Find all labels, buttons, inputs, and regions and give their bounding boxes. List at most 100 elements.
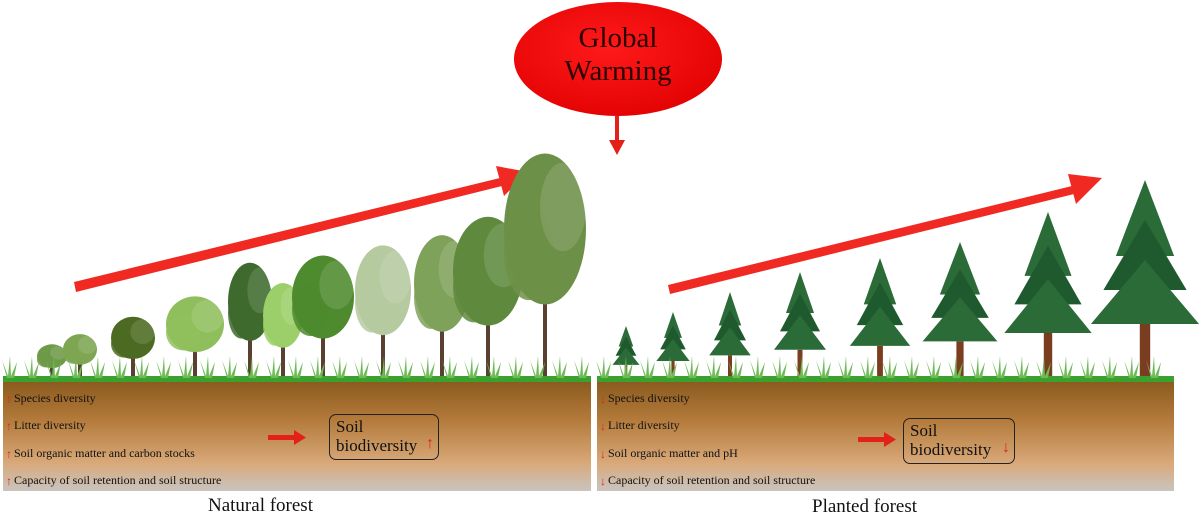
grass-tuft-icon bbox=[464, 356, 479, 378]
conifer-tree-icon bbox=[1090, 180, 1200, 380]
planted-factor-2-text: Litter diversity bbox=[608, 418, 680, 432]
grass-tuft-icon bbox=[354, 356, 369, 378]
natural-soil-biodiversity-box: Soil biodiversity ↑ bbox=[329, 414, 439, 460]
up-arrow-icon: ↑ bbox=[6, 391, 12, 406]
grass-tuft-icon bbox=[1102, 356, 1117, 378]
grass-tuft-icon bbox=[442, 356, 457, 378]
grass-tuft-icon bbox=[728, 356, 743, 378]
grass-tuft-icon bbox=[68, 356, 83, 378]
grass-strip-natural bbox=[2, 356, 591, 382]
planted-factor-1: ↓ Species diversity bbox=[600, 391, 690, 406]
grass-tuft-icon bbox=[662, 356, 677, 378]
grass-tuft-icon bbox=[684, 356, 699, 378]
natural-factor-4-text: Capacity of soil retention and soil stru… bbox=[14, 473, 222, 487]
natural-factor-2: ↑ Litter diversity bbox=[6, 418, 86, 433]
down-arrow-icon: ↓ bbox=[1002, 439, 1010, 456]
grass-tuft-icon bbox=[926, 356, 941, 378]
broadleaf-tree-icon bbox=[166, 296, 224, 380]
up-arrow-icon: ↑ bbox=[6, 473, 12, 488]
natural-factor-1-text: Species diversity bbox=[14, 391, 96, 405]
grass-tuft-icon bbox=[156, 356, 171, 378]
grass-tuft-icon bbox=[1146, 356, 1161, 378]
natural-factor-4: ↑ Capacity of soil retention and soil st… bbox=[6, 473, 221, 488]
grass-tuft-icon bbox=[24, 356, 39, 378]
broadleaf-tree-icon bbox=[228, 262, 272, 380]
grass-tuft-icon bbox=[200, 356, 215, 378]
broadleaf-tree-icon bbox=[37, 344, 67, 380]
grass-tuft-icon bbox=[904, 356, 919, 378]
grass-tuft-icon bbox=[838, 356, 853, 378]
planted-soil-label-line1: Soil bbox=[910, 421, 938, 440]
down-arrow-icon: ↓ bbox=[600, 473, 606, 488]
natural-forest-caption: Natural forest bbox=[208, 495, 313, 516]
grass-tuft-icon bbox=[552, 356, 567, 378]
grass-tuft-icon bbox=[46, 356, 61, 378]
grass-tuft-icon bbox=[772, 356, 787, 378]
planted-growth-arrow bbox=[668, 174, 1102, 294]
grass-tuft-icon bbox=[992, 356, 1007, 378]
grass-tuft-icon bbox=[1014, 356, 1029, 378]
down-arrow-icon: ↓ bbox=[600, 446, 606, 461]
global-warming-label: Global Warming bbox=[515, 22, 721, 88]
grass-tuft-icon bbox=[134, 356, 149, 378]
conifer-tree-icon bbox=[774, 272, 826, 380]
grass-tuft-icon bbox=[618, 356, 633, 378]
natural-soil-label-line1: Soil bbox=[336, 417, 364, 436]
planted-soil-arrow bbox=[858, 432, 896, 447]
grass-tuft-icon bbox=[310, 356, 325, 378]
grass-strip-planted bbox=[596, 356, 1174, 382]
grass-tuft-icon bbox=[596, 356, 611, 378]
natural-factor-1: ↑ Species diversity bbox=[6, 391, 96, 406]
global-warming-line2: Warming bbox=[564, 55, 672, 87]
grass-tuft-icon bbox=[222, 356, 237, 378]
planted-forest-caption: Planted forest bbox=[812, 496, 918, 517]
natural-factor-3-text: Soil organic matter and carbon stocks bbox=[14, 446, 195, 460]
grass-tuft-icon bbox=[244, 356, 259, 378]
grass-tuft-icon bbox=[1058, 356, 1073, 378]
planted-factor-3-text: Soil organic matter and pH bbox=[608, 446, 738, 460]
natural-factor-3: ↑ Soil organic matter and carbon stocks bbox=[6, 446, 195, 461]
grass-tuft-icon bbox=[530, 356, 545, 378]
broadleaf-tree-icon bbox=[355, 245, 411, 380]
planted-factor-4: ↓ Capacity of soil retention and soil st… bbox=[600, 473, 815, 488]
grass-tuft-icon bbox=[970, 356, 985, 378]
grass-tuft-icon bbox=[948, 356, 963, 378]
grass-tuft-icon bbox=[750, 356, 765, 378]
natural-factor-2-text: Litter diversity bbox=[14, 418, 86, 432]
global-warming-line1: Global bbox=[578, 22, 658, 54]
grass-tuft-icon bbox=[1124, 356, 1139, 378]
grass-tuft-icon bbox=[1036, 356, 1051, 378]
conifer-tree-icon bbox=[709, 292, 751, 380]
natural-tree-row bbox=[37, 153, 586, 380]
grass-tuft-icon bbox=[574, 356, 589, 378]
up-arrow-icon: ↑ bbox=[426, 435, 434, 452]
global-warming-down-arrow bbox=[609, 116, 625, 155]
grass-tuft-icon bbox=[112, 356, 127, 378]
conifer-tree-icon bbox=[1004, 212, 1092, 380]
down-arrow-icon: ↓ bbox=[600, 418, 606, 433]
natural-soil-label-line2: biodiversity bbox=[336, 436, 418, 455]
grass-tuft-icon bbox=[178, 356, 193, 378]
broadleaf-tree-icon bbox=[111, 316, 155, 380]
grass-tuft-icon bbox=[860, 356, 875, 378]
global-warming-ellipse bbox=[514, 2, 722, 116]
grass-tuft-icon bbox=[508, 356, 523, 378]
planted-factor-3: ↓ Soil organic matter and pH bbox=[600, 446, 738, 461]
natural-soil-arrow bbox=[268, 430, 306, 445]
planted-factor-4-text: Capacity of soil retention and soil stru… bbox=[608, 473, 816, 487]
grass-tuft-icon bbox=[332, 356, 347, 378]
conifer-tree-icon bbox=[849, 258, 911, 380]
grass-tuft-icon bbox=[288, 356, 303, 378]
grass-tuft-icon bbox=[640, 356, 655, 378]
grass-tuft-icon bbox=[486, 356, 501, 378]
grass-tuft-icon bbox=[266, 356, 281, 378]
conifer-tree-icon bbox=[922, 242, 998, 380]
broadleaf-tree-icon bbox=[292, 255, 355, 380]
planted-factor-1-text: Species diversity bbox=[608, 391, 690, 405]
planted-soil-label-line2: biodiversity bbox=[910, 440, 992, 459]
grass-tuft-icon bbox=[376, 356, 391, 378]
planted-tree-row bbox=[612, 180, 1200, 380]
down-arrow-icon: ↓ bbox=[600, 391, 606, 406]
grass-tuft-icon bbox=[90, 356, 105, 378]
